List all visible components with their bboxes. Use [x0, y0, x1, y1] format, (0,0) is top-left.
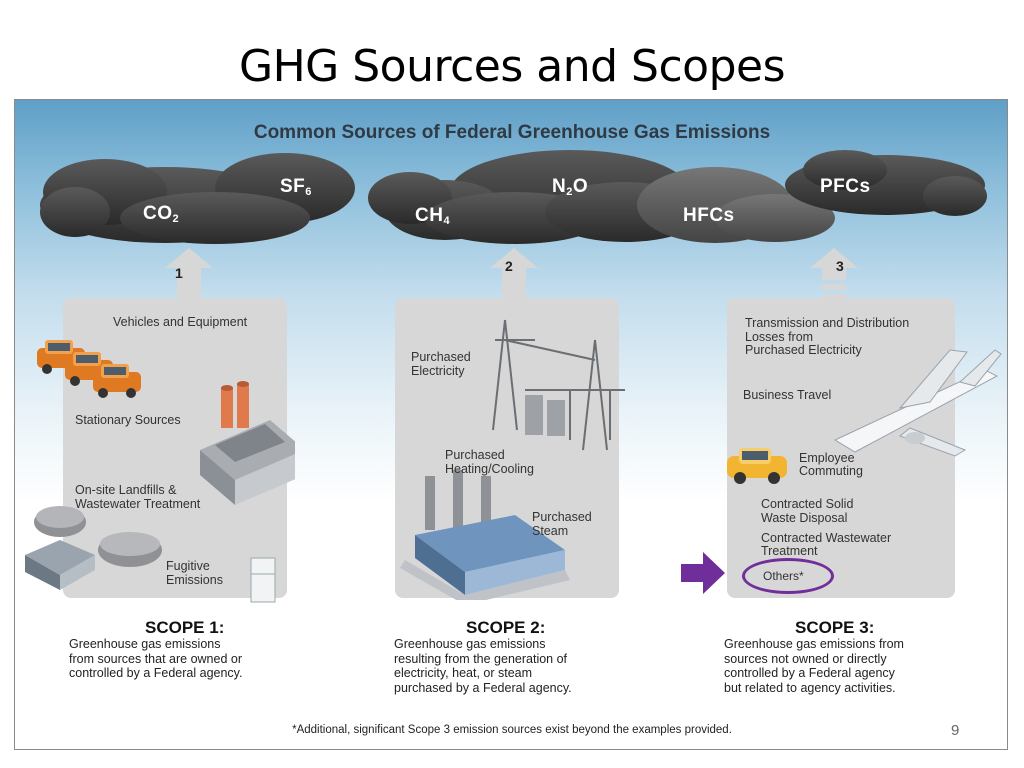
- label-transmission-3: Purchased Electricity: [745, 343, 862, 357]
- label-onsite-landfills: On-site Landfills &: [75, 483, 177, 497]
- arrow-3-shape: [810, 248, 858, 300]
- gas-n2o: N2O: [552, 176, 589, 198]
- gas-sf6: SF6: [280, 176, 312, 198]
- label-vehicles-and-equipment: Vehicles and Equipment: [113, 315, 248, 329]
- landfill-illustration: [25, 506, 162, 590]
- airplane-illustration: [833, 349, 1002, 457]
- scope2-heading: SCOPE 2:: [466, 618, 546, 637]
- arrow-number-1: 1: [175, 265, 183, 281]
- arrow-2-shape: [490, 248, 538, 302]
- label-fugitive: Fugitive: [166, 559, 210, 573]
- arrow-1-shape: [165, 248, 213, 302]
- page-number: 9: [951, 722, 960, 739]
- arrow-number-2: 2: [505, 258, 513, 274]
- cloud-left: [40, 153, 355, 244]
- gas-co2: CO2: [143, 203, 180, 225]
- slide-title: GHG Sources and Scopes: [238, 41, 786, 92]
- employee-car-illustration: [727, 448, 787, 484]
- label-stationary-sources: Stationary Sources: [75, 413, 181, 427]
- highlight-arrow-icon: [681, 552, 725, 594]
- label-emissions: Emissions: [166, 573, 223, 587]
- label-purchased-electricity-1: Purchased: [411, 350, 471, 364]
- electricity-substation-illustration: [492, 319, 625, 451]
- emission-clouds: [40, 150, 987, 244]
- label-transmission-2: Losses from: [745, 330, 814, 344]
- gas-ch4: CH4: [415, 205, 451, 227]
- label-treatment: Treatment: [761, 544, 818, 558]
- scope3-illustrations: [727, 349, 1002, 484]
- cloud-far-right: [785, 150, 987, 216]
- scope1-heading: SCOPE 1:: [145, 618, 225, 637]
- label-commuting: Commuting: [799, 464, 863, 478]
- label-employee: Employee: [799, 451, 855, 465]
- scope3-heading: SCOPE 3:: [795, 618, 875, 637]
- label-purchased-steam-2: Steam: [532, 524, 569, 538]
- diagram-title: Common Sources of Federal Greenhouse Gas…: [253, 122, 771, 143]
- scope2-illustrations: [400, 319, 625, 600]
- fugitive-fridge-illustration: [250, 557, 276, 603]
- others-highlight-circle: [742, 558, 834, 594]
- vehicles-illustration: [37, 340, 141, 398]
- label-contracted-solid: Contracted Solid: [761, 497, 854, 511]
- label-business-travel: Business Travel: [743, 388, 832, 402]
- label-contracted-wastewater: Contracted Wastewater: [761, 531, 892, 545]
- label-others: Others*: [763, 569, 804, 583]
- cloud-right: [637, 167, 835, 243]
- label-waste-disposal: Waste Disposal: [761, 511, 848, 525]
- label-transmission-1: Transmission and Distribution: [745, 316, 910, 330]
- stationary-building-illustration: [200, 381, 295, 505]
- ghg-diagram: Common Sources of Federal Greenhouse Gas…: [14, 99, 1008, 750]
- gas-hfcs: HFCs: [683, 205, 735, 226]
- label-wastewater-treatment: Wastewater Treatment: [75, 497, 201, 511]
- footnote: *Additional, significant Scope 3 emissio…: [292, 724, 732, 736]
- scope1-illustrations: [25, 340, 295, 603]
- scope-arrows: [165, 248, 858, 302]
- label-purchased-heating-2: Heating/Cooling: [445, 462, 534, 476]
- label-purchased-heating-1: Purchased: [445, 448, 505, 462]
- label-purchased-steam-1: Purchased: [532, 510, 592, 524]
- label-purchased-electricity-2: Electricity: [411, 364, 465, 378]
- steam-factory-illustration: [400, 470, 570, 600]
- gas-pfcs: PFCs: [820, 176, 871, 197]
- arrow-number-3: 3: [836, 258, 844, 274]
